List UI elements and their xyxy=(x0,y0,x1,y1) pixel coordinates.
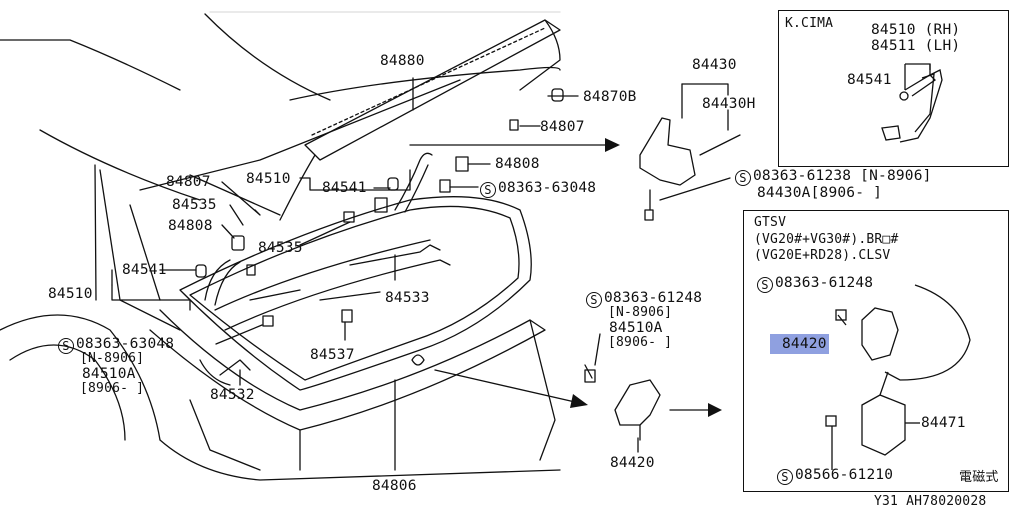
kcima-title: K.CIMA xyxy=(785,16,834,31)
gtsv-line2: (VG20E+RD28).CLSV xyxy=(754,248,891,263)
label-84870b: 84870B xyxy=(583,89,637,105)
label-84808-left: 84808 xyxy=(168,218,213,234)
label-84808-mid: 84808 xyxy=(495,156,540,172)
s-symbol: S xyxy=(757,277,773,293)
s-symbol: S xyxy=(586,292,602,308)
label-84537: 84537 xyxy=(310,347,355,363)
kcima-rh-label: 84510 (RH) xyxy=(871,22,961,38)
kcima-inset-box xyxy=(778,10,1009,167)
gtsv-inset-box xyxy=(743,210,1009,492)
label-84533: 84533 xyxy=(385,290,430,306)
kcima-84541-label: 84541 xyxy=(847,72,892,88)
label-84430a: 84430A[8906- ] xyxy=(757,185,883,201)
part-number: 08363-63048 xyxy=(76,336,175,352)
part-number: 08363-61238 [N-8906] xyxy=(753,168,932,184)
label-84510-left: 84510 xyxy=(48,286,93,302)
label-n8906-left: [N-8906] xyxy=(80,351,145,366)
part-number: 08363-61248 xyxy=(775,275,874,291)
part-number: 08363-63048 xyxy=(498,180,597,196)
gtsv-84420-highlight: 84420 xyxy=(770,334,829,354)
label-84806: 84806 xyxy=(372,478,417,494)
s-symbol: S xyxy=(777,469,793,485)
label-84807-left: 84807 xyxy=(166,174,211,190)
gtsv-title: GTSV xyxy=(754,215,787,230)
label-84880: 84880 xyxy=(380,53,425,69)
s-symbol: S xyxy=(58,338,74,354)
label-n8906-mid: [N-8906] xyxy=(608,305,673,320)
label-8906-mid: [8906- ] xyxy=(608,335,673,350)
label-84430h: 84430H xyxy=(702,96,756,112)
label-84535-a: 84535 xyxy=(172,197,217,213)
label-84430: 84430 xyxy=(692,57,737,73)
label-84510a-mid: 84510A xyxy=(609,320,663,336)
label-84807-top: 84807 xyxy=(540,119,585,135)
s-symbol: S xyxy=(735,170,751,186)
part-number: 08363-61248 xyxy=(604,290,703,306)
gtsv-line1: (VG20#+VG30#).BR□# xyxy=(754,232,899,247)
s-symbol: S xyxy=(480,182,496,198)
label-8906-left: [8906- ] xyxy=(80,381,145,396)
label-84541-mid: 84541 xyxy=(322,180,367,196)
label-84532: 84532 xyxy=(210,387,255,403)
label-84510-mid: 84510 xyxy=(246,171,291,187)
label-84510a-left: 84510A xyxy=(82,366,136,382)
label-84420-bottom: 84420 xyxy=(610,455,655,471)
label-84535-b: 84535 xyxy=(258,240,303,256)
gtsv-84471-label: 84471 xyxy=(921,415,966,431)
footer-code: Y31 AH78020028 xyxy=(874,494,987,509)
kcima-lh-label: 84511 (LH) xyxy=(871,38,961,54)
gtsv-note: 電磁式 xyxy=(959,470,999,485)
label-84541-left: 84541 xyxy=(122,262,167,278)
part-number: 08566-61210 xyxy=(795,467,894,483)
